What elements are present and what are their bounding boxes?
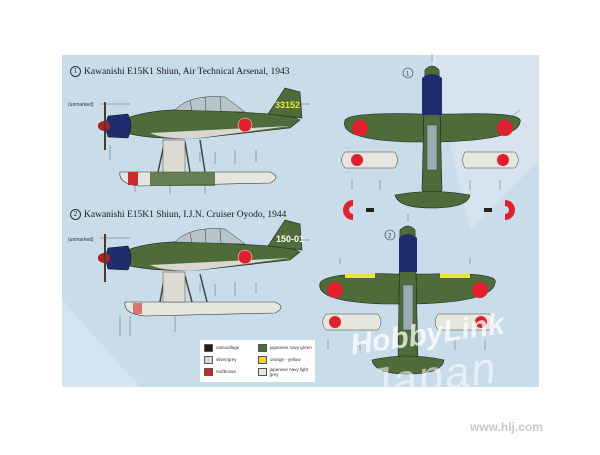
hinomaru-plan-2-right bbox=[472, 282, 488, 298]
plan-1-number-circle bbox=[402, 67, 414, 79]
background-highlight bbox=[430, 55, 539, 230]
canopy-plan-2 bbox=[402, 284, 414, 331]
legend-label: japanese navy light grey bbox=[269, 366, 309, 377]
color-legend: camouflage japanese navy green silver/gr… bbox=[200, 340, 315, 382]
fuselage-2-underside bbox=[150, 258, 290, 271]
wing-float-1-left-mark bbox=[351, 154, 363, 166]
wing-float-1-right bbox=[462, 151, 519, 169]
tail-code-1: 33152 bbox=[275, 100, 300, 110]
profile-1-caption-text: Kawanishi E15K1 Shiun, Air Technical Ars… bbox=[84, 67, 290, 77]
callout-lines-1 bbox=[100, 103, 310, 194]
stabilizer-1 bbox=[394, 191, 471, 209]
tail-fin-2 bbox=[267, 219, 303, 251]
side-label-1: (unmarked) bbox=[68, 102, 94, 108]
wing-float-2-right-mark bbox=[475, 316, 487, 328]
wing-float-1-left bbox=[341, 151, 398, 169]
float-1-red-mark bbox=[128, 172, 138, 185]
propeller-1 bbox=[104, 102, 106, 150]
hinomaru-1-side bbox=[237, 117, 253, 133]
fuselage-1 bbox=[121, 109, 301, 139]
profile-1-side-view: 33152 bbox=[98, 87, 310, 194]
canopy-1-frames bbox=[189, 96, 222, 112]
detail-roundel-1-left bbox=[343, 200, 353, 220]
wing-2-yellow-band-right bbox=[440, 273, 470, 278]
legend-item: japanese navy green bbox=[258, 343, 312, 352]
callout-lines-plan-1 bbox=[351, 54, 521, 190]
float-1-pylon bbox=[162, 139, 186, 173]
plan-2-number-circle bbox=[384, 229, 396, 241]
legend-item: camouflage bbox=[204, 343, 240, 352]
watermark-url: www.hlj.com bbox=[470, 420, 543, 434]
detail-arrow-1-right bbox=[484, 208, 492, 212]
side-label-2: (unmarked) bbox=[68, 237, 94, 243]
tail-fin-1 bbox=[267, 87, 303, 119]
legend-swatch bbox=[258, 343, 267, 352]
legend-swatch bbox=[258, 367, 267, 376]
background-highlight bbox=[62, 300, 140, 387]
plan-view-1 bbox=[341, 54, 521, 220]
legend-item: red/brown bbox=[204, 367, 237, 376]
hinomaru-plan-1-right bbox=[497, 120, 513, 136]
stabilizer-2 bbox=[371, 355, 445, 375]
legend-swatch bbox=[258, 355, 267, 364]
legend-label: japanese navy green bbox=[270, 345, 312, 350]
detail-arrow-1-left bbox=[366, 208, 374, 212]
float-1-green-band bbox=[150, 172, 215, 186]
float-2-pylon bbox=[162, 271, 186, 303]
fuselage-1-underside bbox=[150, 126, 290, 139]
legend-label: silver/grey bbox=[216, 357, 237, 362]
legend-item: silver/grey bbox=[204, 355, 237, 364]
legend-item: japanese navy light grey bbox=[258, 366, 315, 377]
legend-swatch bbox=[204, 355, 213, 364]
nose-plan-1 bbox=[422, 74, 442, 115]
profile-2-side-view: 150-01 bbox=[98, 219, 310, 336]
nose-plan-2 bbox=[399, 234, 417, 272]
legend-label: red/brown bbox=[216, 369, 237, 374]
plan-2-number: 2 bbox=[388, 234, 392, 240]
wing-2-yellow-band-left bbox=[345, 273, 375, 278]
float-2-red-mark bbox=[133, 303, 142, 314]
wing-float-1-right-mark bbox=[497, 154, 509, 166]
profile-2-number: 2 bbox=[70, 209, 81, 220]
detail-roundel-1-right bbox=[505, 200, 515, 220]
legend-label: camouflage bbox=[216, 345, 240, 350]
hinomaru-plan-1-left bbox=[352, 120, 368, 136]
callout-lines-2 bbox=[100, 237, 310, 336]
legend-swatch bbox=[204, 367, 213, 376]
plan-view-2 bbox=[319, 214, 496, 375]
canopy-2 bbox=[174, 228, 246, 245]
profile-2-caption-text: Kawanishi E15K1 Shiun, I.J.N. Cruiser Oy… bbox=[84, 210, 287, 220]
legend-label: orange - yellow bbox=[270, 357, 301, 362]
canopy-plan-1 bbox=[426, 124, 438, 171]
wing-float-2-left-mark bbox=[329, 316, 341, 328]
tail-code-2: 150-01 bbox=[276, 234, 304, 244]
float-2 bbox=[124, 301, 282, 317]
callout-lines-plan-2 bbox=[327, 214, 486, 350]
canopy-2-frames bbox=[189, 228, 222, 244]
legend-swatch bbox=[204, 343, 213, 352]
profile-1-number: 1 bbox=[70, 66, 81, 77]
plan-1-number: 1 bbox=[406, 72, 410, 78]
hinomaru-2-side bbox=[237, 249, 253, 265]
fuselage-2 bbox=[121, 241, 301, 271]
legend-item: orange - yellow bbox=[258, 355, 301, 364]
canopy-1 bbox=[174, 96, 246, 113]
propeller-2 bbox=[104, 234, 106, 282]
hinomaru-plan-2-left bbox=[327, 282, 343, 298]
